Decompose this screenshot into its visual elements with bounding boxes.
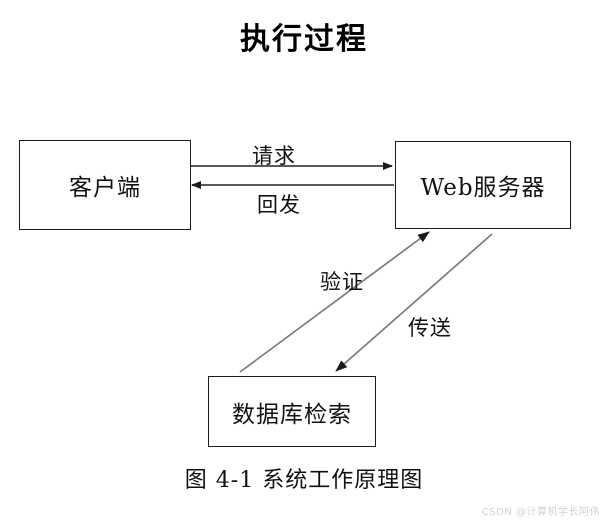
node-database-retrieval[interactable]: 数据库检索 [208, 376, 376, 447]
edge-label-postback: 回发 [257, 193, 301, 217]
edge-transmit-line [335, 233, 493, 372]
edge-label-verify: 验证 [320, 270, 364, 294]
node-database-retrieval-label: 数据库检索 [232, 401, 352, 428]
node-client-label: 客户端 [69, 175, 141, 201]
figure-caption: 图 4-1 系统工作原理图 [184, 468, 424, 493]
watermark: CSDN @计算机学长阿伟 [481, 507, 600, 518]
edge-label-transmit: 传送 [408, 316, 452, 340]
edge-label-request: 请求 [252, 144, 296, 168]
edge-verify-line [239, 231, 430, 373]
page-title: 执行过程 [240, 22, 368, 57]
node-web-server-label: Web服务器 [420, 175, 546, 201]
node-client[interactable]: 客户端 [19, 140, 191, 230]
node-web-server[interactable]: Web服务器 [395, 141, 571, 229]
